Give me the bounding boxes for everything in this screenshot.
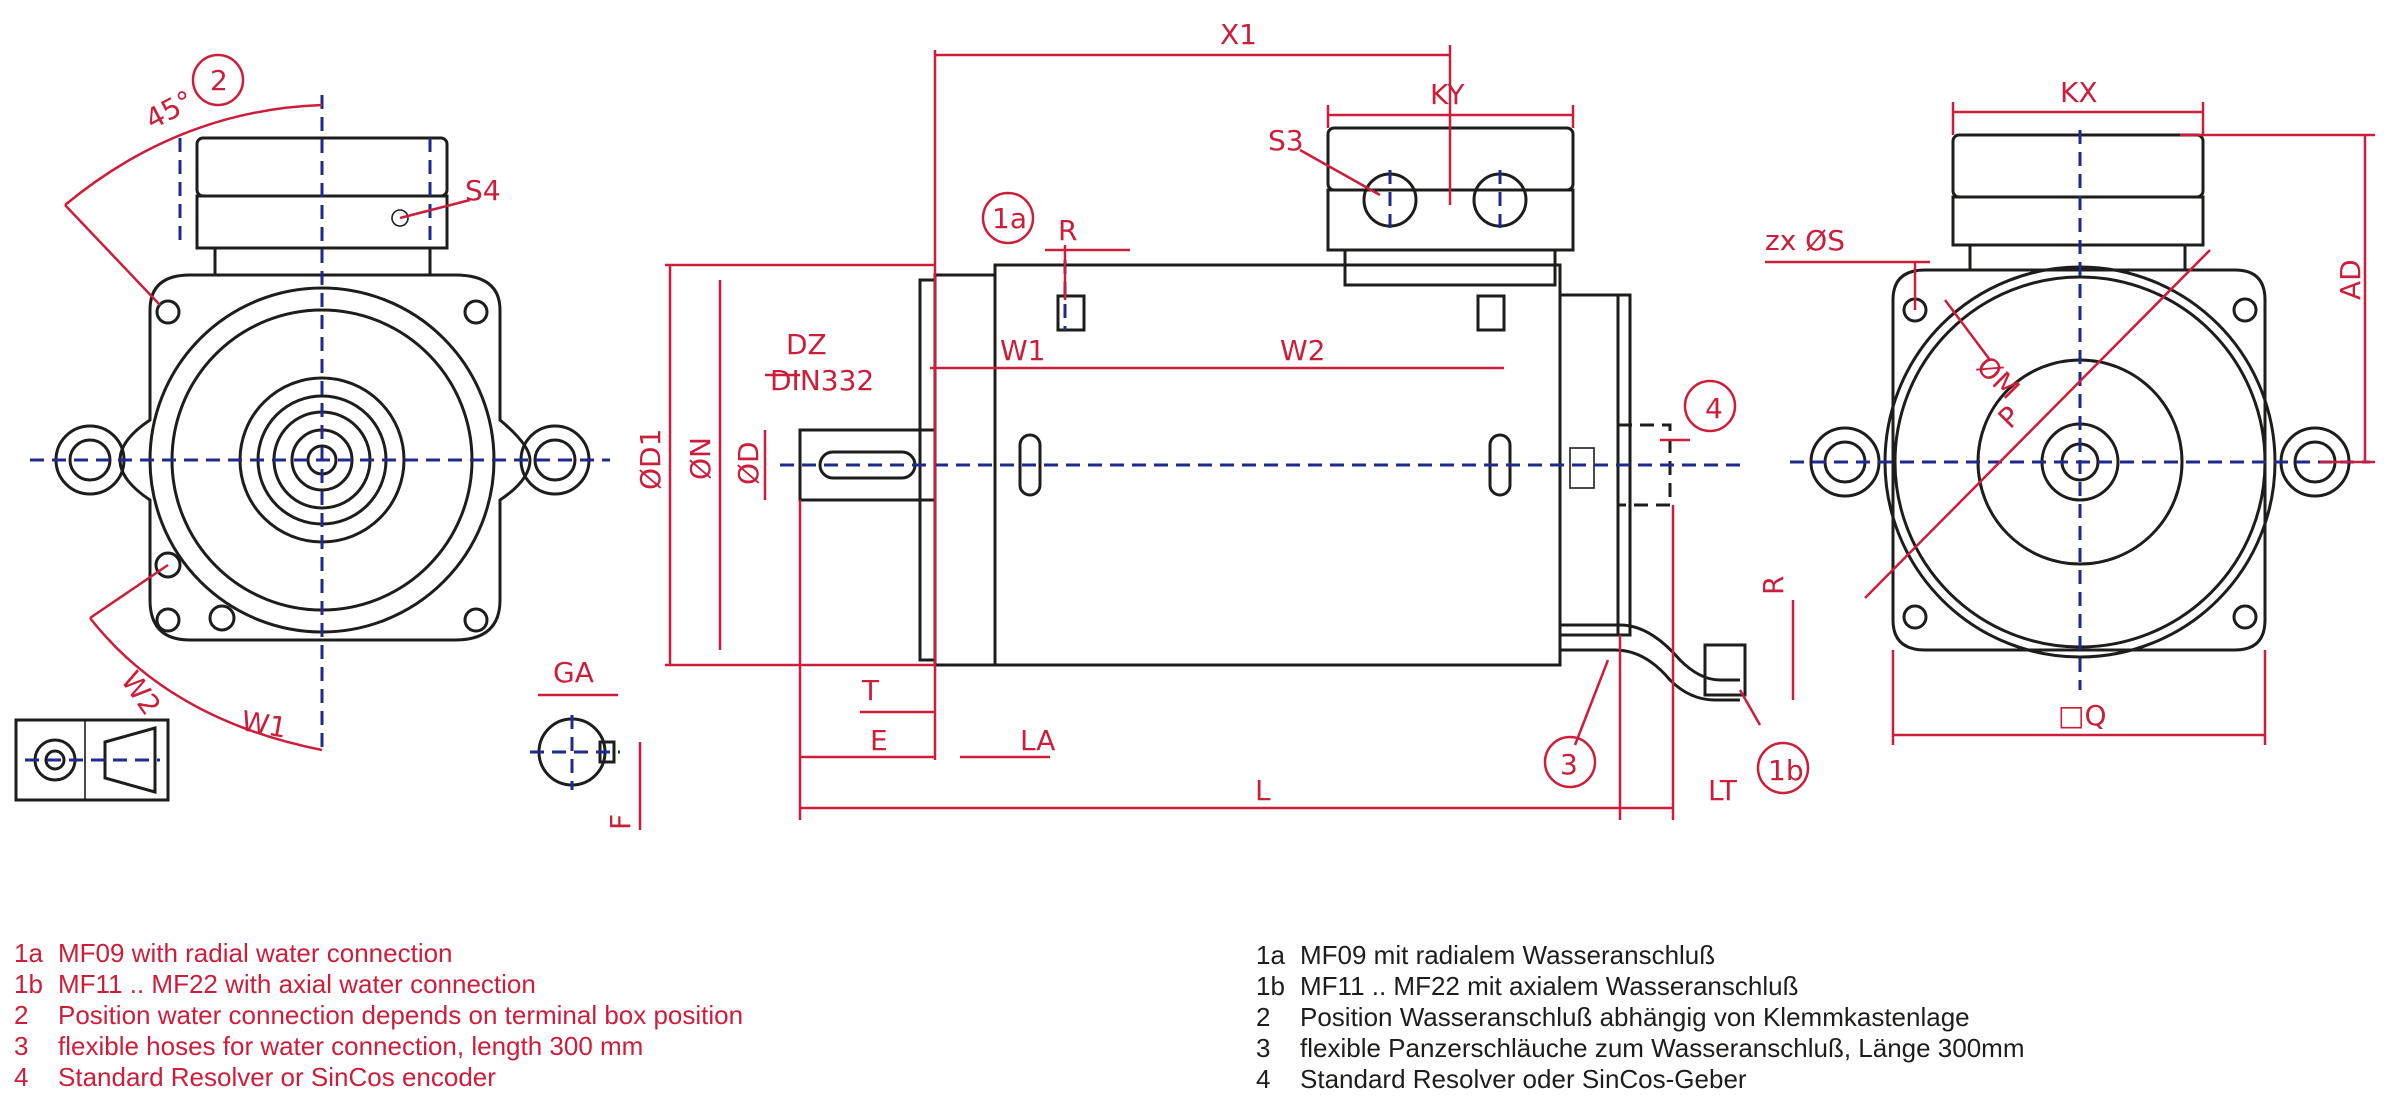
label-d1: ØD1: [634, 429, 667, 490]
label-l: L: [1255, 774, 1271, 807]
label-angle: 45°: [140, 84, 199, 136]
label-m: ØM: [1970, 350, 2026, 406]
label-w1-front: W1: [1000, 334, 1046, 367]
label-n: ØN: [684, 437, 717, 480]
label-q: □Q: [2058, 699, 2107, 732]
label-1b: 1b: [1768, 754, 1804, 787]
label-f: F: [604, 814, 637, 830]
label-w2-front: W2: [1280, 334, 1326, 367]
label-3: 3: [1560, 748, 1578, 781]
label-w1-side: W1: [239, 704, 290, 744]
label-zxs: zx ØS: [1765, 224, 1845, 257]
label-1a: 1a: [992, 202, 1027, 235]
label-p: P: [1992, 400, 2027, 435]
side-view: X1 KY S3 1a R W1 W2 DZ DIN332 ØD1 ØN ØD …: [634, 18, 1810, 820]
right-end-view: KX zx ØS ØM P AD □Q: [1765, 76, 2375, 745]
label-2: 2: [210, 64, 228, 97]
label-x1: X1: [1220, 18, 1257, 51]
label-din: DIN332: [770, 364, 874, 397]
label-s3: S3: [1268, 124, 1304, 157]
label-ad: AD: [2334, 259, 2367, 300]
label-d: ØD: [732, 441, 765, 485]
left-end-view: 2 45° S4 W2 W1: [14, 53, 610, 802]
label-ky: KY: [1430, 78, 1465, 111]
label-r-top: R: [1058, 214, 1077, 247]
label-s4: S4: [465, 174, 501, 207]
label-ga: GA: [553, 656, 594, 689]
projection-symbol: [14, 718, 170, 802]
shaft-key-section: GA F: [530, 656, 642, 830]
label-w2-side: W2: [114, 665, 167, 721]
label-kx: KX: [2060, 76, 2098, 109]
label-la: LA: [1020, 724, 1055, 757]
label-dz: DZ: [786, 328, 827, 361]
label-lt: LT: [1708, 774, 1738, 807]
label-4: 4: [1705, 392, 1723, 425]
label-e: E: [870, 724, 888, 757]
label-r-right: R: [1757, 576, 1790, 595]
label-t: T: [861, 674, 880, 707]
